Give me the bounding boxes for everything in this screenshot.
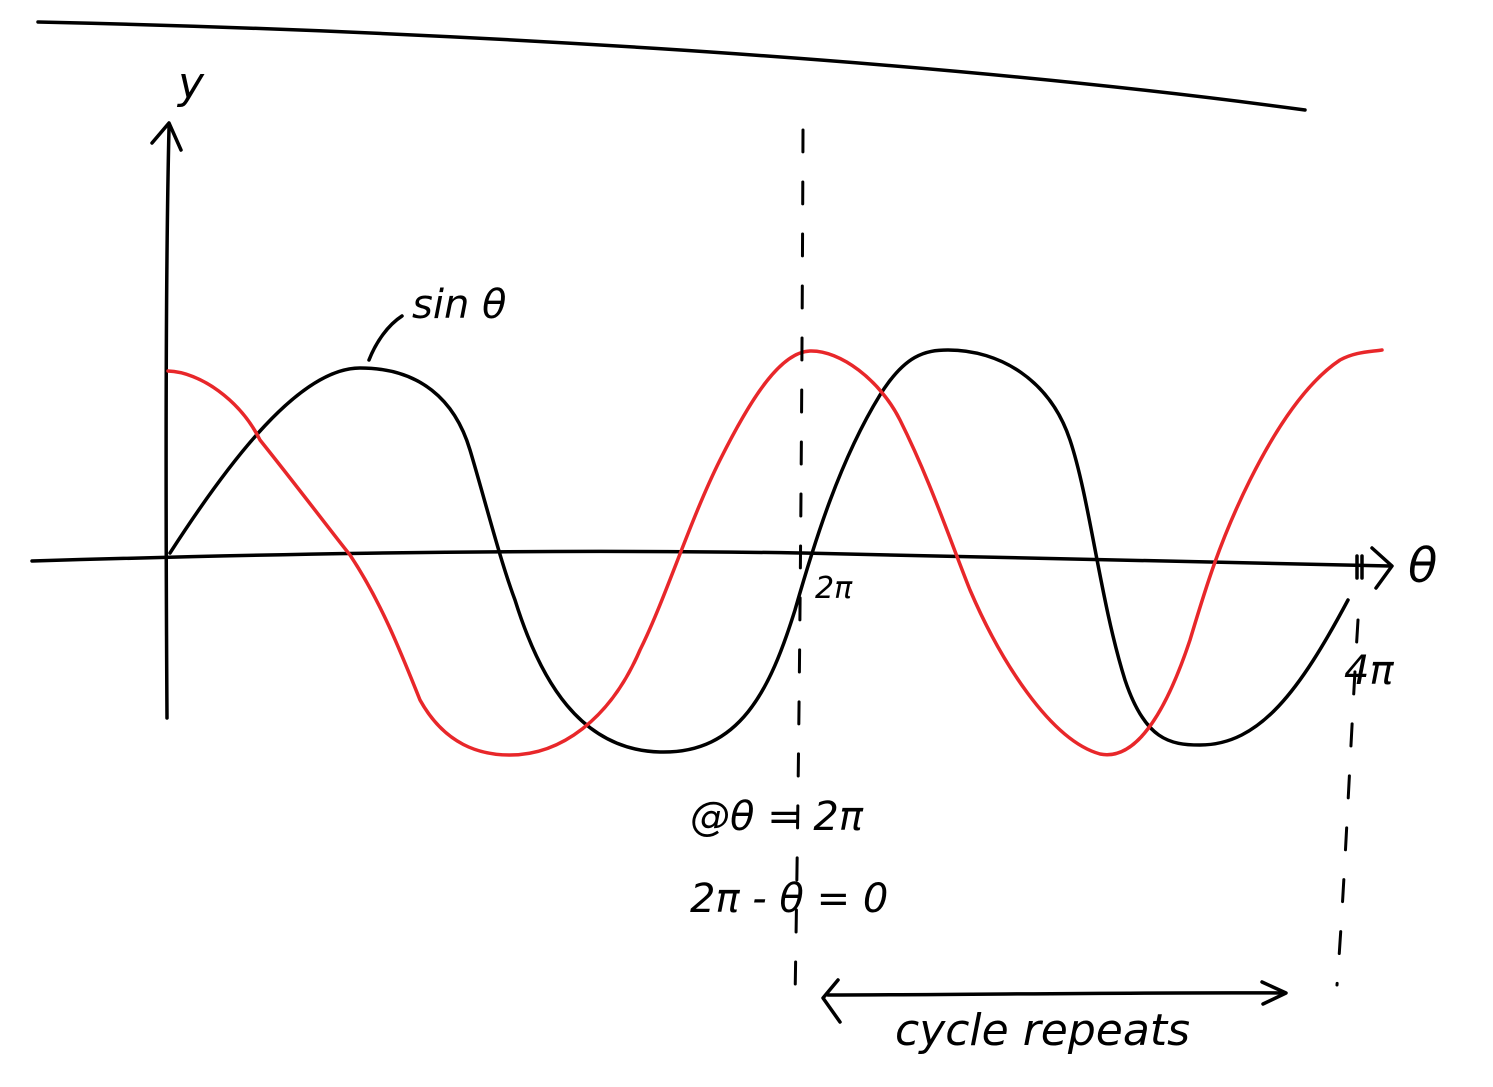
tick-label-2pi: 2π (815, 571, 853, 606)
y-axis-label: y (176, 58, 205, 109)
cycle-repeats-label: cycle repeats (895, 1005, 1190, 1056)
tick-label-4pi: 4π (1344, 648, 1394, 694)
theta-axis (30, 549, 1392, 568)
note-line-1: @θ = 2π (690, 794, 864, 840)
curve-label: sin θ (412, 282, 507, 328)
cycle-arrow-line (826, 991, 1285, 997)
theta-axis-arrow (1370, 546, 1394, 590)
cycle-arrow-left-head (821, 978, 842, 1024)
y-axis-arrow (150, 121, 183, 152)
theta-axis-label: θ (1408, 538, 1437, 594)
note-line-2: 2π - θ = 0 (690, 876, 888, 922)
y-axis (164, 126, 171, 720)
dashed-line-2pi (793, 128, 805, 1002)
label-leader (367, 314, 404, 362)
tick-4pi-mark (1355, 554, 1364, 580)
sine-curve (168, 348, 1350, 754)
cycle-arrow-right-head (1260, 980, 1288, 1006)
cosine-curve (166, 348, 1384, 757)
top-line (36, 20, 1307, 112)
dashed-line-4pi (1335, 618, 1360, 987)
